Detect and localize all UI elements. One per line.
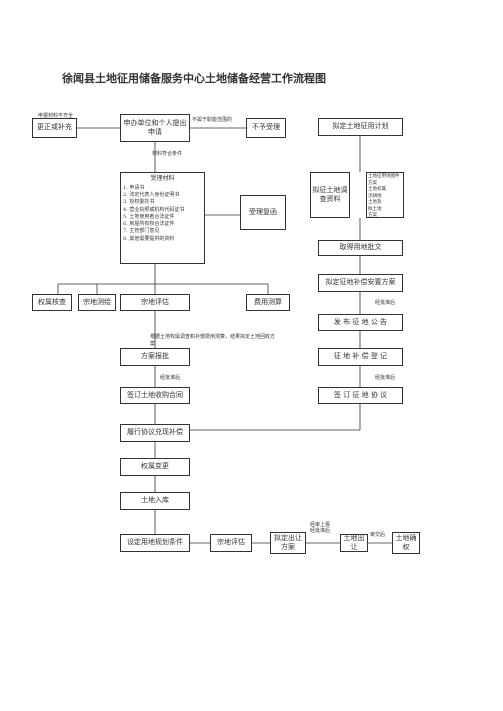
accept-item: 5. 土地使用者合法证件 xyxy=(123,213,175,220)
qualified-label: 材料符合条件 xyxy=(152,151,183,157)
survey-item: 涉耕地 xyxy=(368,193,382,199)
cost-calc-box: 费用测算 xyxy=(246,294,290,311)
fulfill-box: 履行协议兑现补偿 xyxy=(120,424,190,442)
accept-item: 2. 法定代表人身份证明书 xyxy=(123,192,180,199)
accept-item: 1. 申请书 xyxy=(123,184,145,191)
accept-item: 3. 授权委托书 xyxy=(123,199,155,206)
reject-box: 不予受理 xyxy=(246,118,286,138)
sign-purchase-box: 签订土地收购合同 xyxy=(120,387,190,404)
gov-approved-label: 经审上报 经批准后 xyxy=(310,522,331,534)
approved-label-3: 经批准后 xyxy=(375,375,396,381)
survey-box: 拟征土地调查资料 xyxy=(310,172,350,218)
insufficient-label: 申报材料不齐全 xyxy=(38,113,74,119)
accept-item: 4. 营业执照或机构代码证书 xyxy=(123,206,185,213)
land-sale-box: 土地出让 xyxy=(340,534,368,552)
approved-label-1: 经批准后 xyxy=(375,300,396,306)
register-box: 征 地 补 偿 登 记 xyxy=(318,348,403,366)
announce-box: 发 布 征 地 公 告 xyxy=(318,314,403,331)
get-approval-box: 取得用地批文 xyxy=(318,240,403,256)
land-use-box: 土地确权 xyxy=(392,532,420,554)
survey-item: 土地及 xyxy=(368,200,382,206)
parcel-survey-box: 宗地测绘 xyxy=(78,294,116,311)
ownership-change-box: 权属变更 xyxy=(120,458,190,476)
survey-item: 土地征用地图件方案 xyxy=(368,174,400,186)
approved-label-2: 经批准后 xyxy=(160,375,181,381)
accept-item: 7. 主管部门意见 xyxy=(123,228,160,235)
page-title: 徐闻县土地征用储备服务中心土地储备经营工作流程图 xyxy=(62,72,326,85)
plan-submit-box: 方案报批 xyxy=(120,348,190,366)
after-approval-label: 审交后 xyxy=(370,532,386,538)
survey-item: 拟土地 xyxy=(368,206,382,212)
parcel-eval-box: 宗地评估 xyxy=(120,294,190,311)
sign-agreement-box: 签 订 征 地 协 议 xyxy=(318,387,403,404)
accept-box: 受理材料 1. 申请书 2. 法定代表人身份证明书 3. 授权委托书 4. 营业… xyxy=(120,172,205,264)
plan-land-box: 拟定土地征用计划 xyxy=(318,118,403,136)
set-conditions-box: 设定用地规划条件 xyxy=(120,534,190,552)
survey-detail-box: 土地征用地图件方案 土地权属 涉耕地 土地及 拟土地 方案 xyxy=(366,172,404,218)
parcel-eval2-box: 宗地评估 xyxy=(210,534,252,552)
correct-box: 更正或补充 xyxy=(32,118,77,138)
review-box: 受理复函 xyxy=(240,195,286,230)
accept-item: 6. 房屋所有权合法证件 xyxy=(123,221,175,228)
survey-item: 土地权属 xyxy=(368,187,386,193)
survey-item: 方案 xyxy=(368,213,377,219)
sale-plan-box: 拟定出让方案 xyxy=(270,532,306,554)
note-plan-label: 根据土地权属调查和补偿费用测算，结果拟定土地回收方案 xyxy=(150,334,276,347)
accept-item: 8. 其他需要提供的资料 xyxy=(123,235,175,242)
apply-box: 申办单位和个人提出申请 xyxy=(120,114,190,142)
not-in-scope-label: 不属于职能范围的 xyxy=(192,117,233,123)
storage-box: 土地入库 xyxy=(120,492,190,510)
compensation-box: 拟定征地补偿安置方案 xyxy=(318,274,403,292)
ownership-check-box: 权属核查 xyxy=(32,294,72,311)
accept-title: 受理材料 xyxy=(150,175,175,182)
